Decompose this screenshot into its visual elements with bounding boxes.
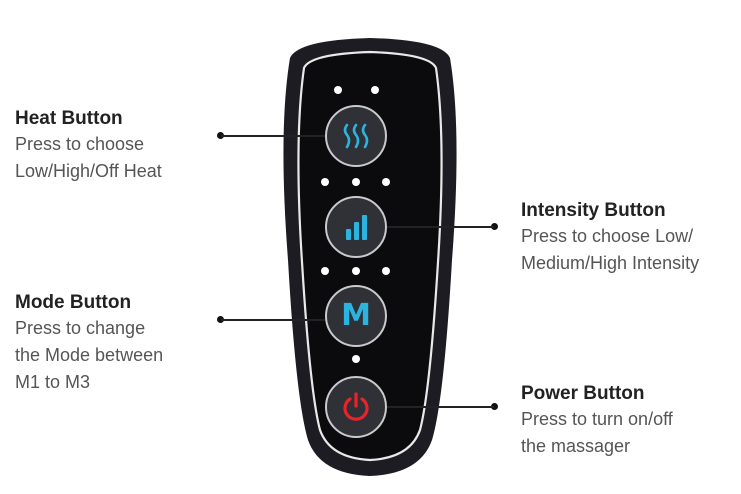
power-desc-line: Press to turn on/off bbox=[521, 406, 673, 433]
heat-waves-icon bbox=[341, 123, 371, 149]
heat-title: Heat Button bbox=[15, 107, 162, 131]
power-label: Power Button Press to turn on/off the ma… bbox=[521, 382, 673, 460]
mode-led bbox=[321, 267, 329, 275]
heat-desc-line: Press to choose bbox=[15, 131, 162, 158]
power-led bbox=[352, 355, 360, 363]
heat-description: Press to choose Low/High/Off Heat bbox=[15, 131, 162, 185]
signal-bars-icon bbox=[344, 214, 368, 240]
heat-button[interactable] bbox=[325, 105, 387, 167]
power-icon bbox=[340, 391, 372, 423]
intensity-desc-line: Medium/High Intensity bbox=[521, 250, 699, 277]
heat-desc-line: Low/High/Off Heat bbox=[15, 158, 162, 185]
mode-led bbox=[352, 267, 360, 275]
mode-title: Mode Button bbox=[15, 291, 163, 315]
heat-led bbox=[371, 86, 379, 94]
power-description: Press to turn on/off the massager bbox=[521, 406, 673, 460]
mode-desc-line: M1 to M3 bbox=[15, 369, 163, 396]
heat-leader-line bbox=[221, 135, 325, 137]
mode-leader-line bbox=[221, 319, 325, 321]
mode-button[interactable]: M bbox=[325, 285, 387, 347]
mode-description: Press to change the Mode between M1 to M… bbox=[15, 315, 163, 396]
heat-label: Heat Button Press to choose Low/High/Off… bbox=[15, 107, 162, 185]
intensity-leader-line bbox=[387, 226, 494, 228]
power-button[interactable] bbox=[325, 376, 387, 438]
intensity-label: Intensity Button Press to choose Low/ Me… bbox=[521, 199, 699, 277]
intensity-description: Press to choose Low/ Medium/High Intensi… bbox=[521, 223, 699, 277]
mode-letter: M bbox=[341, 301, 371, 331]
intensity-led bbox=[352, 178, 360, 186]
power-title: Power Button bbox=[521, 382, 673, 406]
mode-label: Mode Button Press to change the Mode bet… bbox=[15, 291, 163, 396]
power-leader-line bbox=[387, 406, 494, 408]
intensity-led bbox=[321, 178, 329, 186]
power-desc-line: the massager bbox=[521, 433, 673, 460]
intensity-title: Intensity Button bbox=[521, 199, 699, 223]
mode-desc-line: the Mode between bbox=[15, 342, 163, 369]
intensity-button[interactable] bbox=[325, 196, 387, 258]
mode-desc-line: Press to change bbox=[15, 315, 163, 342]
heat-led bbox=[334, 86, 342, 94]
intensity-desc-line: Press to choose Low/ bbox=[521, 223, 699, 250]
intensity-led bbox=[382, 178, 390, 186]
mode-led bbox=[382, 267, 390, 275]
